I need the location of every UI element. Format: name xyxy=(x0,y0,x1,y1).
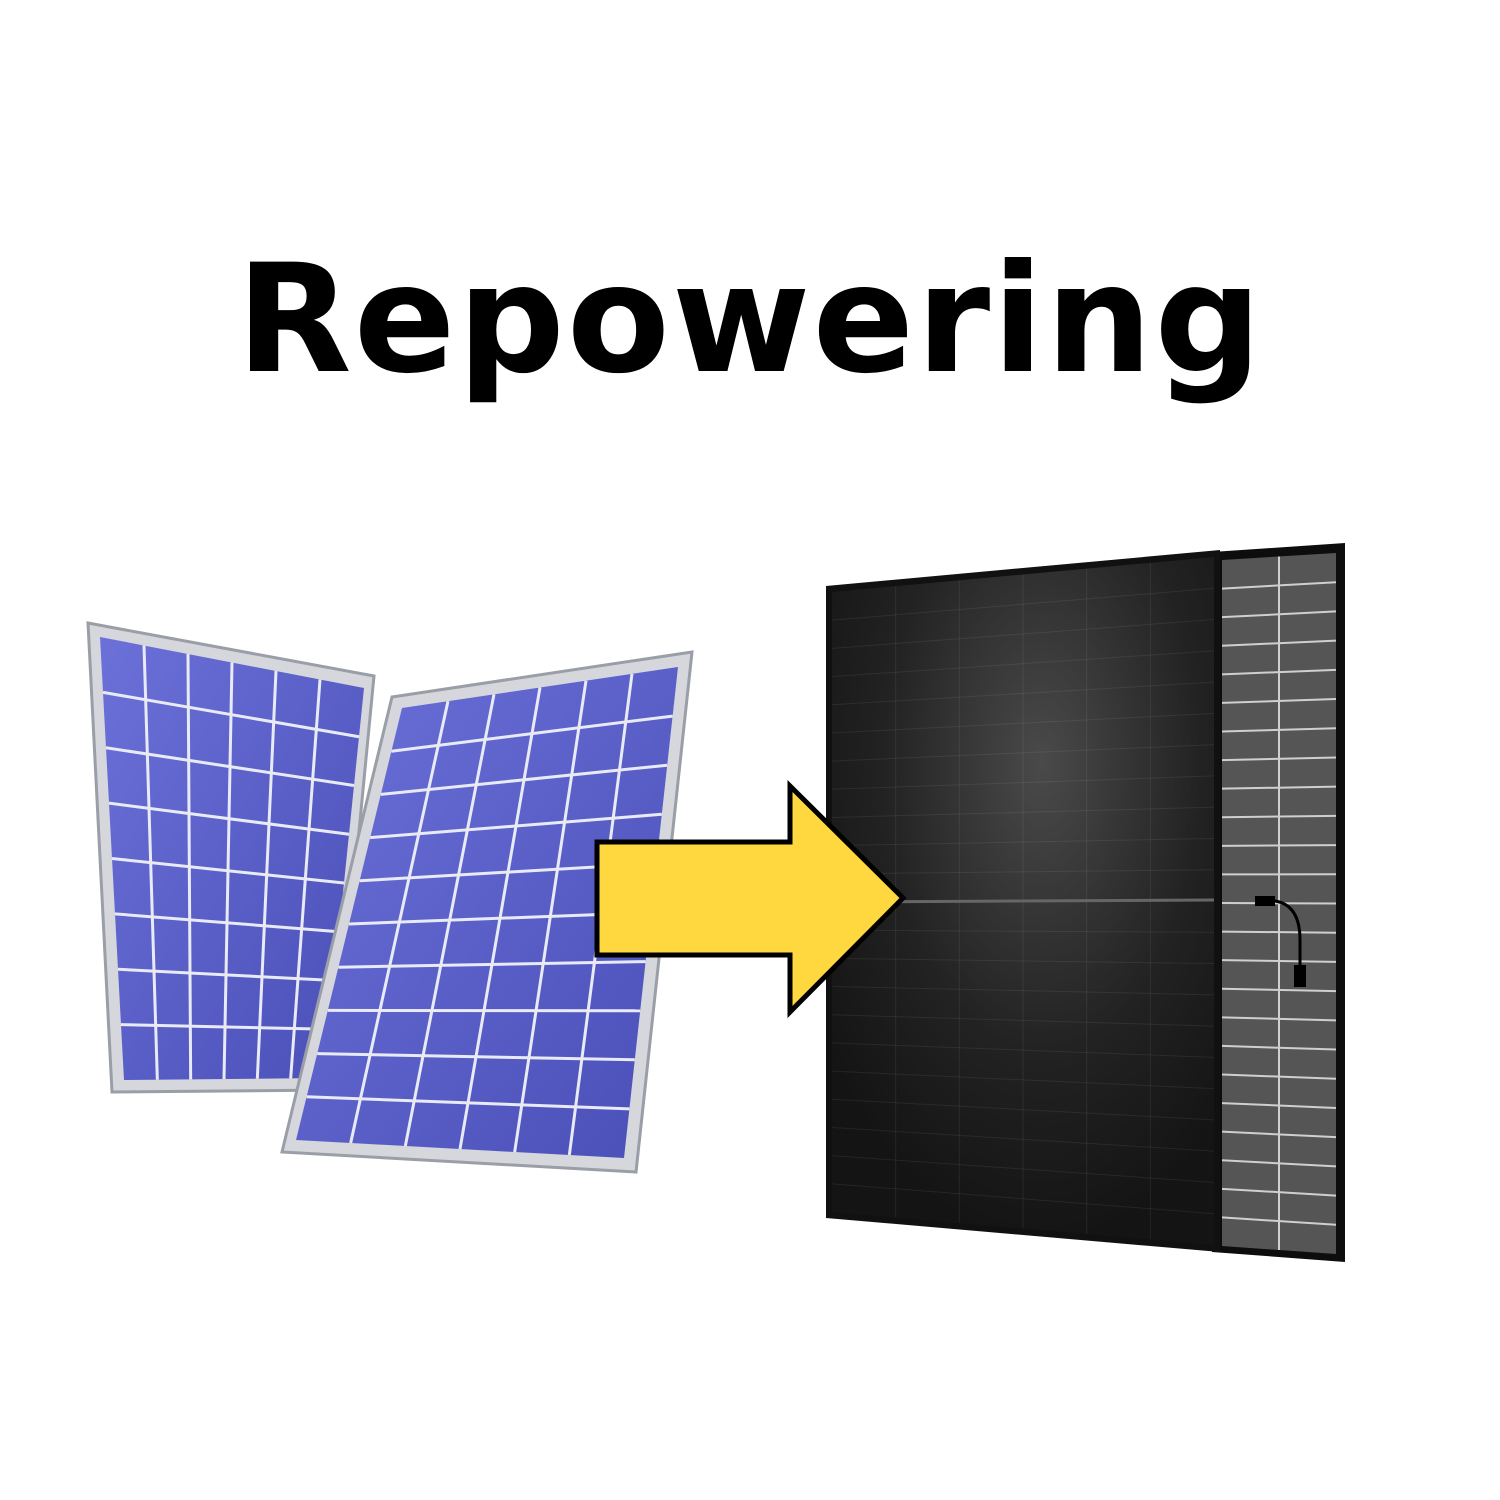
cell-grid-line xyxy=(1221,844,1337,847)
cell-grid-line xyxy=(338,960,646,969)
cell-grid-line xyxy=(391,714,673,753)
cell-grid-line xyxy=(102,690,360,739)
cell-grid-line xyxy=(370,812,662,840)
cell-grid-line xyxy=(1221,1016,1337,1022)
cell-grid-line xyxy=(380,763,668,796)
cell-grid-line xyxy=(831,681,1215,706)
cell-grid-line xyxy=(831,929,1215,933)
cell-grid-line xyxy=(1221,987,1337,993)
cell-grid-line xyxy=(831,1042,1215,1058)
cell-grid-line xyxy=(831,1014,1215,1027)
cell-grid-line xyxy=(1221,698,1337,704)
cell-grid-line xyxy=(111,857,345,885)
cell-grid-line xyxy=(831,712,1215,734)
cell-grid-line xyxy=(831,1126,1215,1152)
cell-grid-line xyxy=(1221,727,1337,733)
cell-grid-line xyxy=(831,1098,1215,1121)
cell-grid-line xyxy=(831,744,1215,762)
cell-grid-line xyxy=(306,1095,630,1111)
cell-grid-line xyxy=(1221,610,1337,619)
cell-grid-line xyxy=(831,837,1215,847)
cell-grid-line xyxy=(1221,1187,1337,1197)
cell-grid-line xyxy=(1221,814,1337,819)
cell-grid-line xyxy=(831,1155,1215,1183)
cell-grid-line xyxy=(317,1052,635,1062)
cell-grid-line xyxy=(1221,668,1337,676)
cell-grid-line xyxy=(1221,1216,1337,1226)
cell-grid-line xyxy=(1221,1073,1337,1080)
cell-grid-line xyxy=(831,806,1215,818)
cell-grid-line xyxy=(1221,1159,1337,1168)
cell-grid-line xyxy=(1221,1102,1337,1109)
cell-grid-line xyxy=(831,1183,1215,1215)
cell-grid-line xyxy=(108,801,350,836)
cell-grid-line xyxy=(831,869,1215,875)
arrow-right-icon xyxy=(594,780,907,1019)
cell-grid-line xyxy=(831,986,1215,996)
cell-grid-line xyxy=(1221,1044,1337,1051)
cell-grid-line xyxy=(831,619,1215,649)
cell-grid-line xyxy=(831,1070,1215,1090)
cell-grid-line xyxy=(1221,1130,1337,1139)
cell-grid-line xyxy=(1221,785,1337,790)
cell-grid-line xyxy=(1221,930,1337,934)
cell-grid-line xyxy=(1221,959,1337,963)
cell-grid-line xyxy=(1221,639,1337,647)
cell-grid-line xyxy=(105,746,355,787)
old-solar-panel-front xyxy=(280,650,694,1174)
cell-grid-line xyxy=(117,967,335,982)
cell-grid-line xyxy=(831,775,1215,790)
cell-grid-line xyxy=(120,1023,330,1031)
cell-grid-line xyxy=(114,912,340,934)
cell-grid-line xyxy=(831,650,1215,678)
new-solar-panel xyxy=(826,543,1345,1262)
cell-grid-line xyxy=(831,957,1215,965)
page-title: Repowering xyxy=(236,233,1264,407)
cell-grid-line xyxy=(831,587,1215,621)
cell-grid-line xyxy=(1221,581,1337,590)
junction-box-cable xyxy=(1255,896,1306,987)
cell-grid-line xyxy=(1221,756,1337,762)
